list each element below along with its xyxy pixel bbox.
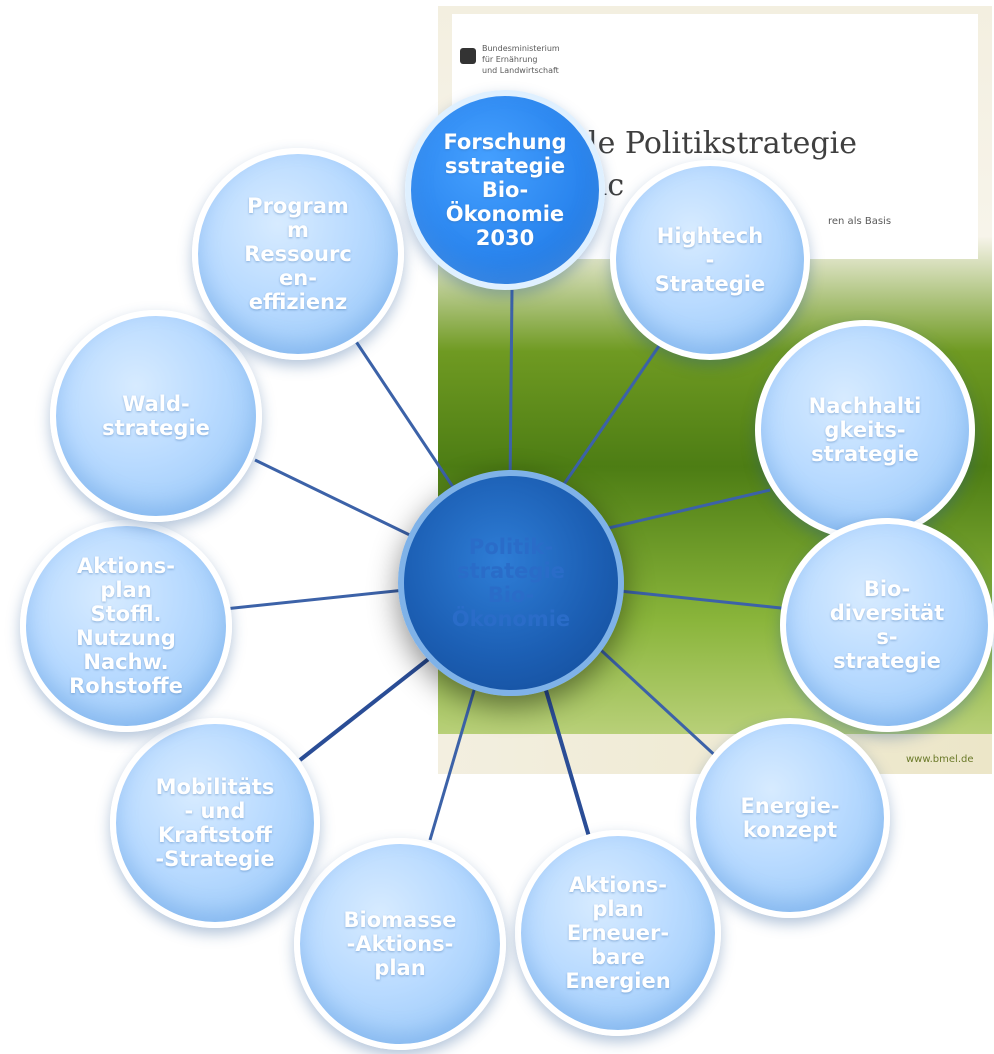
cover-title: le Politikstrategie: [588, 126, 857, 161]
connector-9: [254, 458, 421, 542]
node-waldstrategie: Wald- strategie: [50, 310, 262, 522]
node-label: Wald- strategie: [102, 392, 210, 440]
node-label: Aktions- plan Erneuer- bare Energien: [565, 873, 671, 993]
center-node-label: Politik- strategie Bio- Ökonomie: [451, 535, 571, 631]
connector-0: [508, 289, 514, 491]
ministry-line-3: und Landwirtschaft: [482, 66, 559, 75]
connector-2: [599, 488, 771, 532]
node-biomasse-aktionsplan: Biomasse -Aktions- plan: [294, 838, 506, 1050]
connector-6: [428, 669, 482, 841]
node-label: Energie- konzept: [740, 794, 840, 842]
node-label: Hightech - Strategie: [654, 224, 766, 296]
connector-4: [588, 638, 722, 762]
node-biodiversitaetsstrategie: Bio- diversität s- strategie: [780, 518, 994, 732]
node-programm-ressourceneffizienz: Program m Ressourc en- effizienz: [192, 148, 404, 360]
cover-subtitle: ren als Basis: [828, 216, 892, 227]
node-label: Nachhalti gkeits- strategie: [808, 394, 922, 466]
node-label: Forschung sstrategie Bio- Ökonomie 2030: [443, 130, 567, 250]
node-hightech-strategie: Hightech - Strategie: [610, 160, 810, 360]
node-aktionsplan-erneuerbare-energien: Aktions- plan Erneuer- bare Energien: [515, 830, 721, 1036]
cover-url: www.bmel.de: [906, 754, 974, 765]
node-mobilitaets-kraftstoff-strategie: Mobilitäts - und Kraftstoff -Strategie: [110, 718, 320, 928]
ministry-line-2: für Ernährung: [482, 55, 538, 64]
connector-8: [214, 588, 406, 612]
node-label: Bio- diversität s- strategie: [829, 577, 945, 673]
connector-5: [538, 669, 592, 841]
node-label: Biomasse -Aktions- plan: [343, 908, 457, 980]
connector-3: [609, 588, 801, 612]
node-aktionsplan-stoffl-nutzung: Aktions- plan Stoffl. Nutzung Nachw. Roh…: [20, 520, 232, 732]
connector-1: [558, 329, 672, 491]
node-label: Aktions- plan Stoffl. Nutzung Nachw. Roh…: [69, 554, 183, 698]
federal-eagle-logo: [460, 48, 476, 64]
node-forschungsstrategie: Forschung sstrategie Bio- Ökonomie 2030: [405, 90, 605, 290]
node-energiekonzept: Energie- konzept: [690, 718, 890, 918]
node-label: Mobilitäts - und Kraftstoff -Strategie: [155, 775, 275, 871]
node-nachhaltigkeitsstrategie: Nachhalti gkeits- strategie: [755, 320, 975, 540]
center-node-politikstrategie: Politik- strategie Bio- Ökonomie: [398, 470, 624, 696]
ministry-line-1: Bundesministerium: [482, 44, 560, 53]
connector-10: [353, 339, 457, 491]
node-label: Program m Ressourc en- effizienz: [244, 194, 352, 314]
connector-7: [298, 648, 442, 762]
